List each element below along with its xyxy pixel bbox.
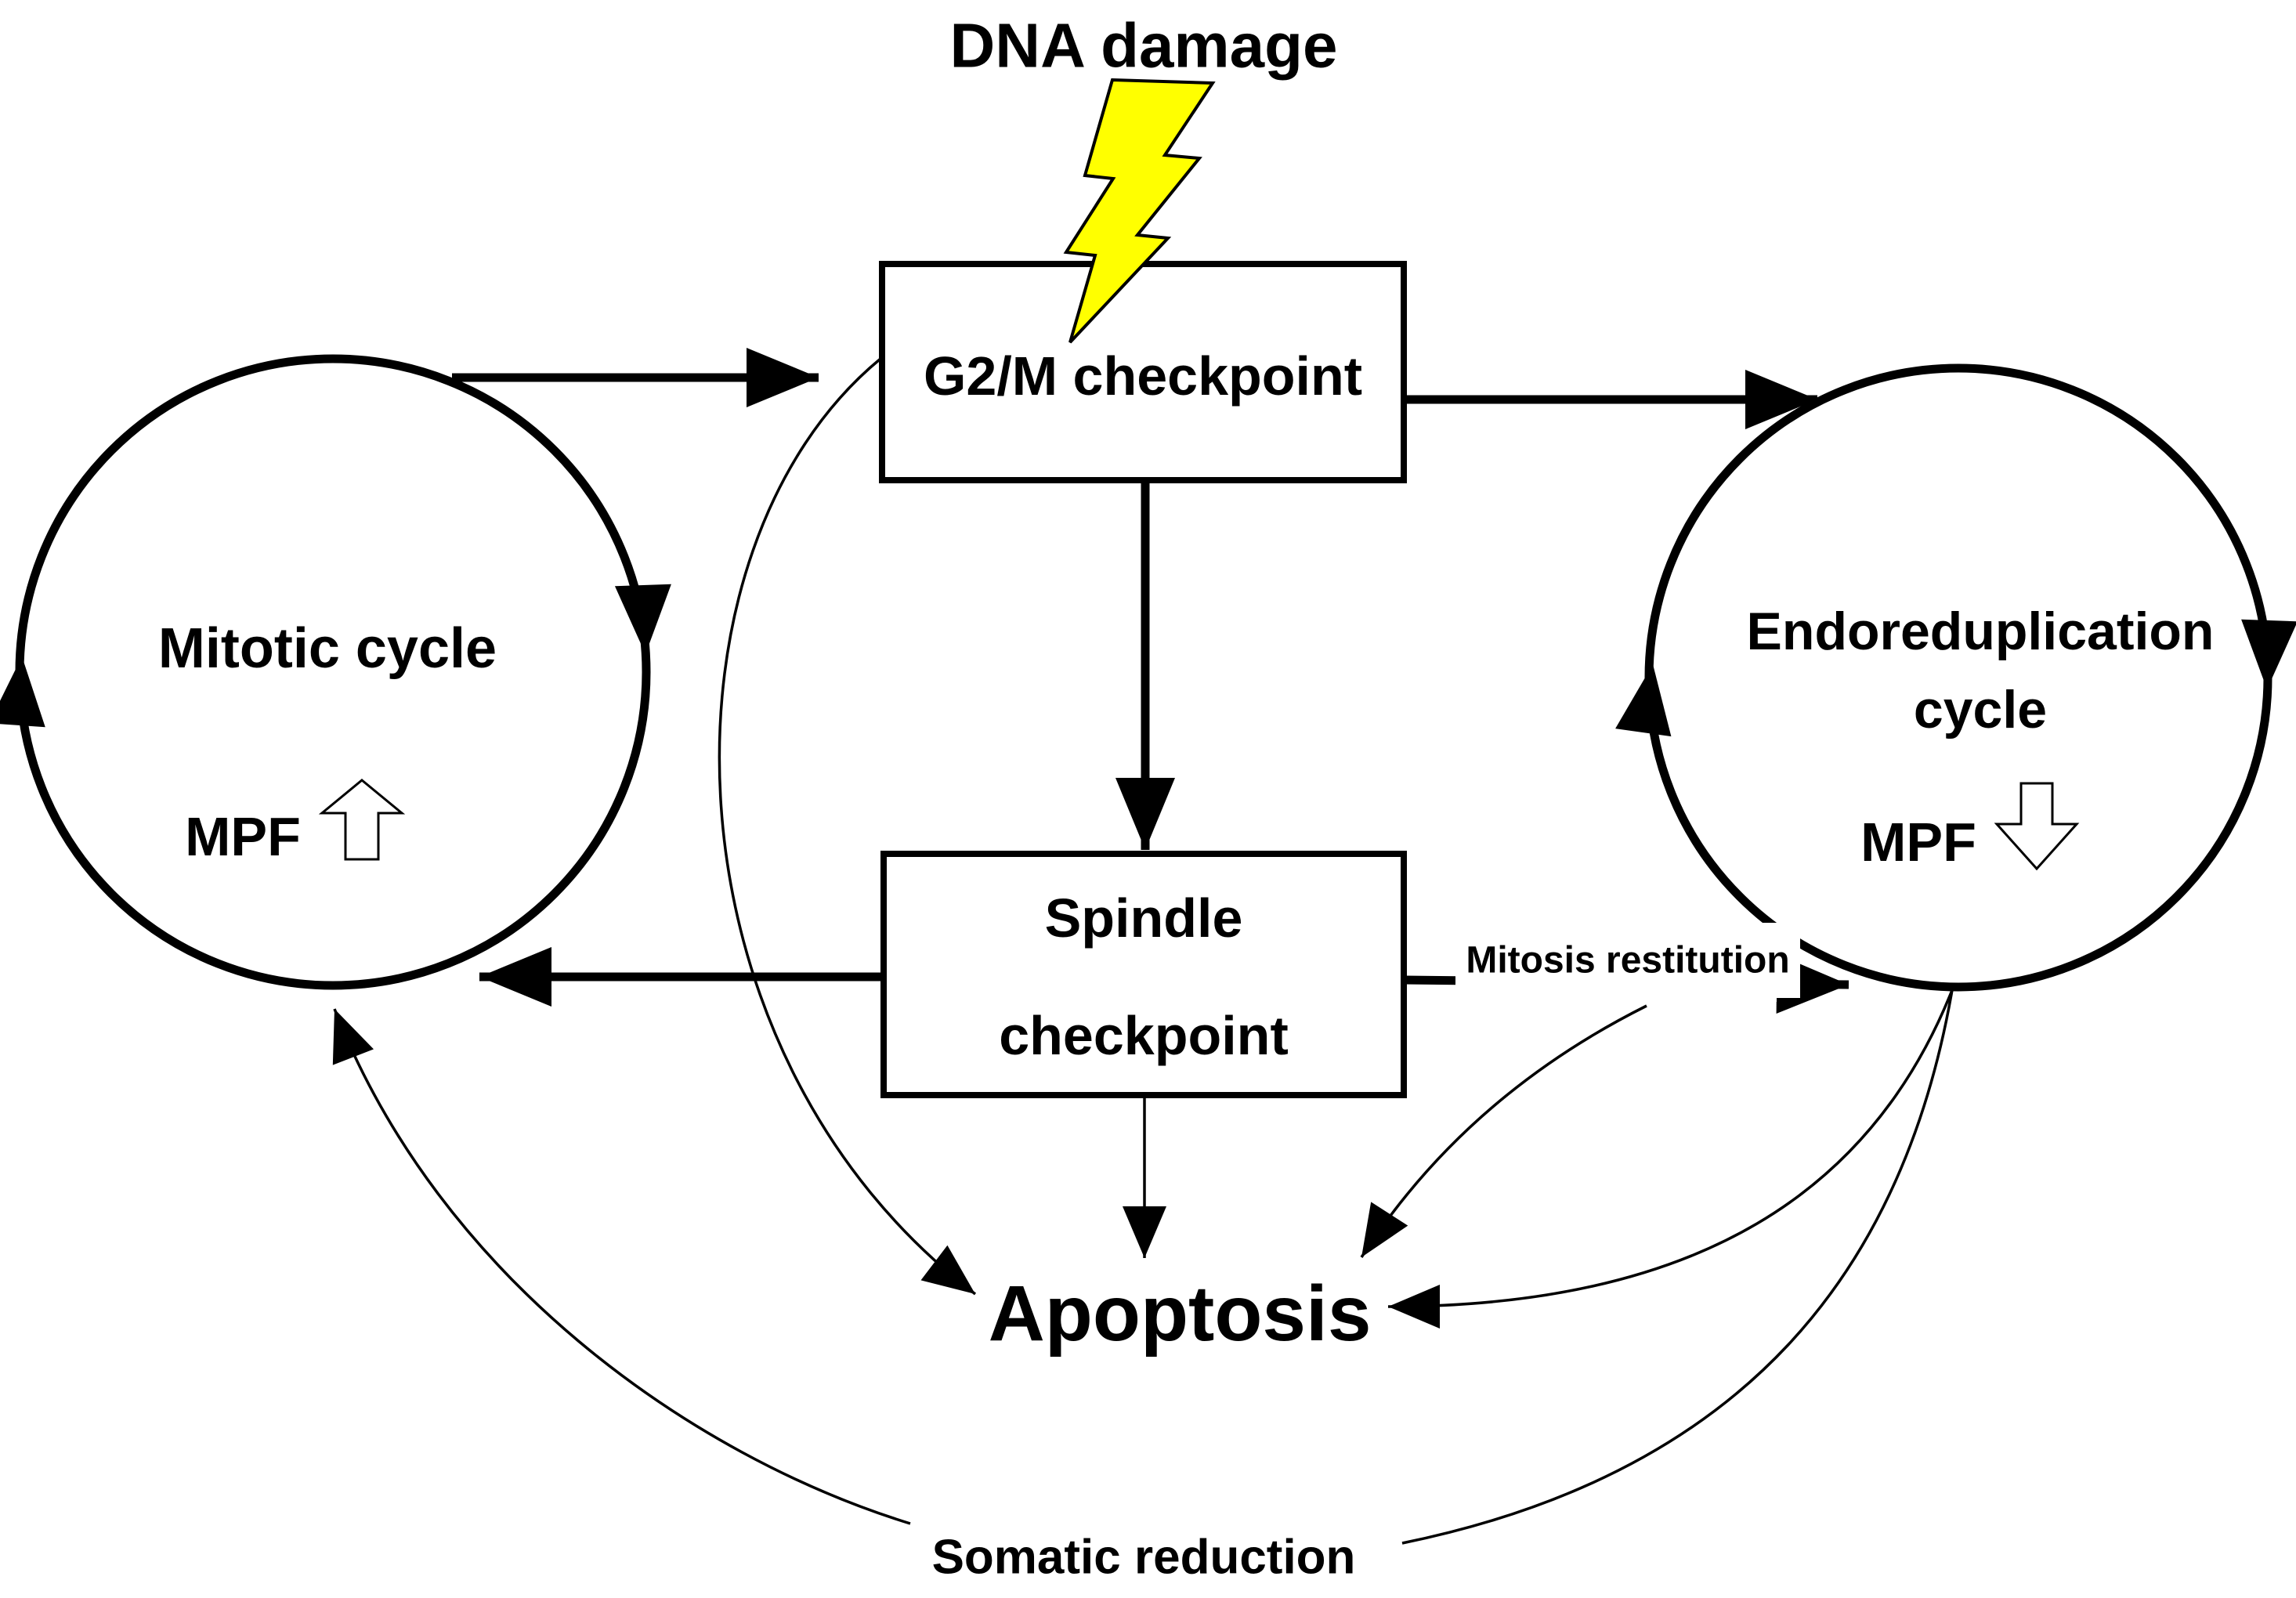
dna-damage-label: DNA damage (950, 11, 1338, 81)
spindle-checkpoint-label-line1: Spindle (1045, 888, 1243, 949)
spindle-checkpoint-label-line2: checkpoint (999, 1005, 1289, 1066)
spindle-checkpoint-box (880, 851, 1407, 1098)
curve-g2m-to-apoptosis (718, 357, 977, 1296)
curve-endoreduplication-to-somatic-reduction (1401, 989, 1954, 1545)
endoreduplication-cycle-label-line2: cycle (1914, 680, 2047, 739)
mitotic-cycle-label: Mitotic cycle (158, 617, 497, 680)
g2m-checkpoint-label: G2/M checkpoint (924, 345, 1362, 407)
mpf-down-arrow-icon (1994, 782, 2080, 871)
somatic-reduction-label: Somatic reduction (932, 1531, 1356, 1585)
curve-endoreduplication-to-apoptosis (1387, 989, 1954, 1329)
lightning-bolt-icon (1063, 78, 1216, 344)
endoreduplication-cycle-clockwise-arrowhead-left-icon (1615, 664, 1672, 737)
mitotic-cycle-clockwise-arrowhead-right-icon (614, 584, 671, 654)
mitosis-restitution-label: Mitosis restitution (1466, 940, 1789, 982)
mitosis-restitution-label-background (1455, 923, 1800, 998)
endoreduplication-cycle-label-line1: Endoreduplication (1747, 602, 2215, 661)
mpf-up-arrow-icon (318, 779, 406, 861)
apoptosis-label: Apoptosis (989, 1270, 1372, 1358)
mitotic-mpf-label: MPF (185, 806, 301, 867)
mitotic-cycle-clockwise-arrowhead-left-icon (0, 656, 45, 728)
endoreduplication-cycle-clockwise-arrowhead-right-icon (2241, 619, 2296, 689)
curve-mitosis-restitution-to-apoptosis (1360, 1004, 1647, 1258)
endoreduplication-mpf-label: MPF (1860, 812, 1976, 873)
curve-somatic-reduction-to-mitotic-cycle (332, 1008, 911, 1525)
